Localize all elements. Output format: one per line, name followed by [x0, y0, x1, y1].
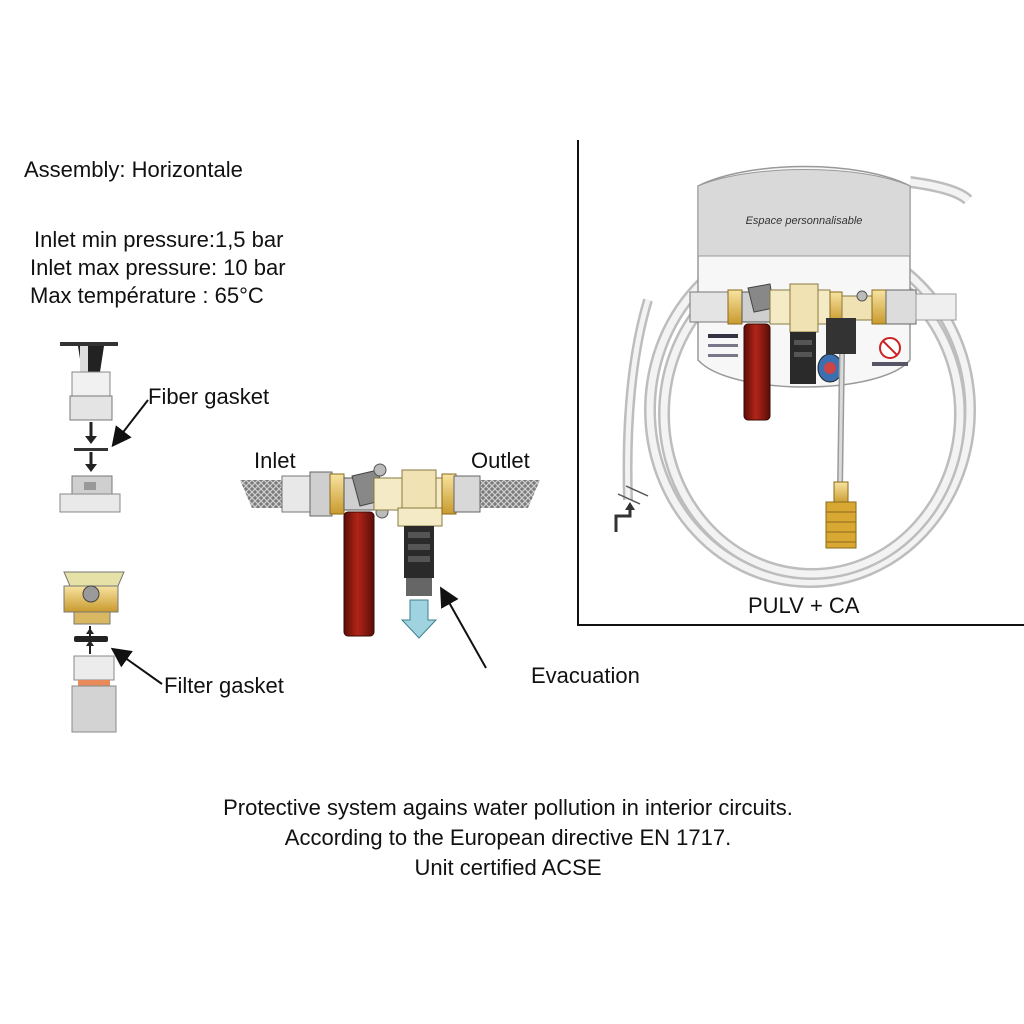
footer-line-1: Protective system agains water pollution…: [223, 795, 793, 820]
specs-block: Inlet min pressure:1,5 bar Inlet max pre…: [30, 226, 286, 310]
footer-line-2: According to the European directive EN 1…: [284, 825, 732, 850]
pulv-ca-illustration: Espace personnalisable: [614, 165, 976, 588]
pulv-ca-frame: [577, 140, 1024, 626]
inline-device-illustration: [240, 463, 540, 639]
inlet-max-pressure: Inlet max pressure: 10 bar: [30, 255, 286, 280]
inlet-min-pressure: Inlet min pressure:1,5 bar: [34, 227, 284, 252]
evacuation-label: Evacuation: [531, 663, 640, 688]
assembly-label: Assembly: Horizontale: [24, 157, 243, 182]
inlet-label: Inlet: [254, 448, 296, 473]
panel-title-text: Espace personnalisable: [746, 215, 863, 227]
fiber-gasket-label: Fiber gasket: [148, 384, 270, 409]
max-temperature: Max température : 65°C: [30, 283, 264, 308]
footer-notes: Protective system agains water pollution…: [0, 793, 1016, 883]
model-label: PULV + CA: [748, 593, 860, 618]
outlet-label: Outlet: [471, 448, 530, 473]
footer-line-3: Unit certified ACSE: [414, 855, 602, 880]
filter-gasket-illustration: [63, 571, 125, 733]
filter-gasket-label: Filter gasket: [164, 673, 284, 698]
fiber-gasket-illustration: [59, 342, 121, 513]
